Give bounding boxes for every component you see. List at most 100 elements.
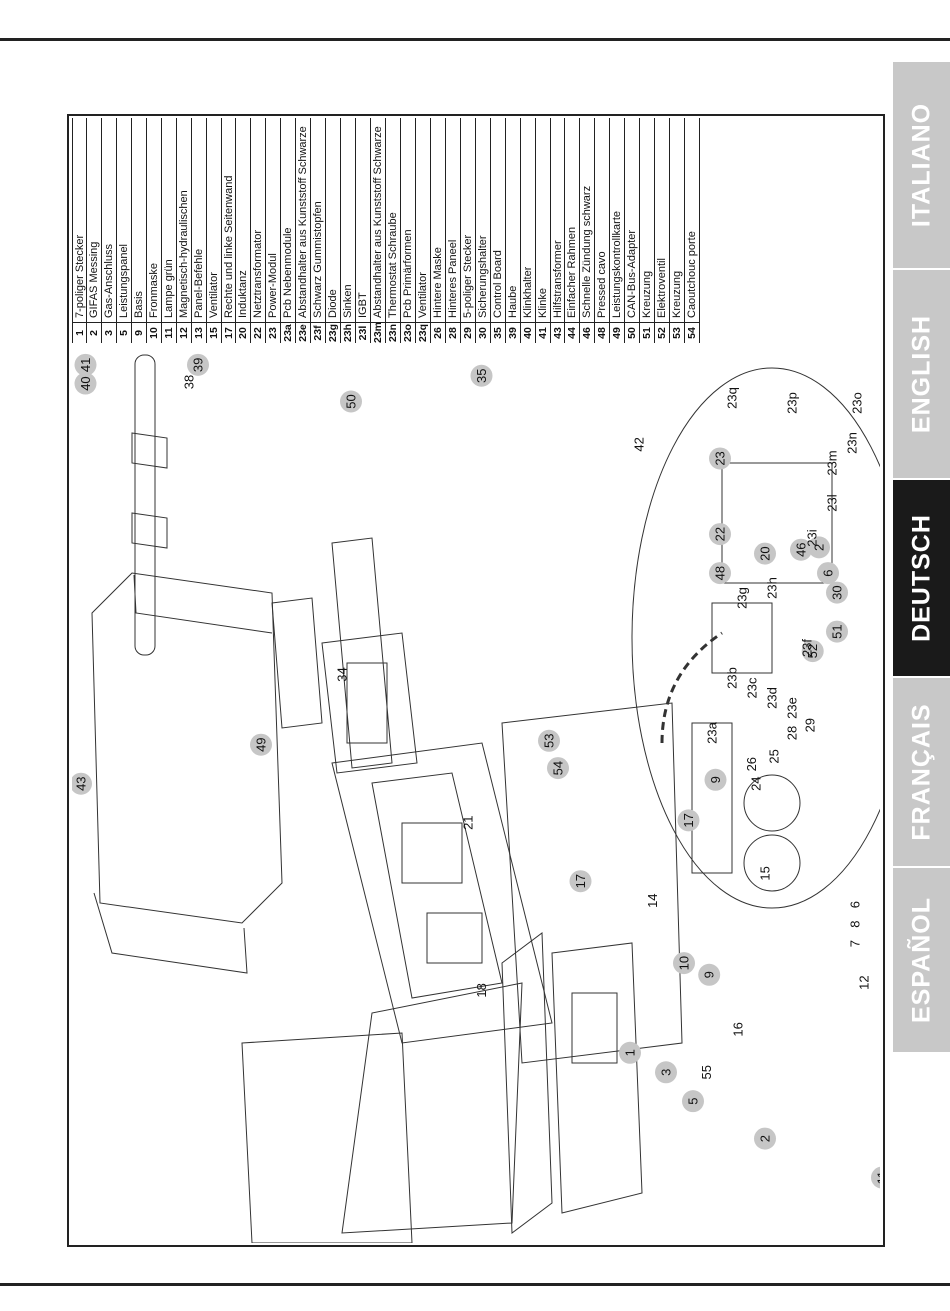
part-name: Pressed cavo	[596, 251, 609, 318]
inset-label-23g: 23g	[735, 587, 750, 609]
part-name: Basis	[132, 291, 145, 318]
part-number: 35	[490, 322, 505, 343]
parts-row: 48 Pressed cavo	[595, 118, 611, 343]
part-number: 23h	[341, 322, 356, 343]
inset-label-23h: 23h	[765, 577, 780, 599]
part-name: Kreuzung	[671, 270, 684, 318]
label-8: 8	[848, 920, 863, 927]
tab-english[interactable]: ENGLISH	[893, 270, 950, 480]
callout-9: 9	[704, 768, 727, 791]
part-number: 5	[116, 322, 131, 343]
callout-3: 3	[655, 1061, 677, 1084]
language-tabs: ITALIANO ENGLISH DEUTSCH FRANÇAIS ESPAÑO…	[893, 62, 950, 1054]
part-number: 23g	[326, 322, 341, 343]
part-name: Leistungspanel	[117, 243, 130, 318]
svg-text:1: 1	[623, 1049, 638, 1056]
part-name: Control Board	[491, 250, 504, 318]
part-name: 5-poliger Stecker	[461, 234, 474, 318]
rear-panel	[241, 1032, 413, 1243]
part-number: 50	[625, 322, 640, 343]
top-rule	[0, 38, 950, 41]
svg-text:50: 50	[344, 394, 359, 408]
svg-text:17: 17	[681, 813, 696, 827]
part-number: 30	[475, 322, 490, 343]
parts-row: 51 Kreuzung	[640, 118, 656, 343]
part-number: 15	[206, 322, 221, 343]
tab-deutsch[interactable]: DEUTSCH	[893, 480, 950, 678]
svg-text:17: 17	[573, 874, 588, 888]
callout-17: 17	[677, 809, 700, 832]
part-name: Sicherungshalter	[476, 235, 489, 318]
label-24: 24	[749, 776, 764, 790]
label-28: 28	[785, 726, 800, 740]
callout-41: 41	[74, 353, 97, 376]
label-16: 16	[731, 1022, 746, 1036]
tab-italiano[interactable]: ITALIANO	[893, 62, 950, 270]
inset-label-23p: 23p	[785, 392, 800, 414]
part-number: 54	[685, 322, 700, 343]
svg-text:48: 48	[713, 566, 728, 580]
svg-text:22: 22	[713, 527, 728, 541]
label-7: 7	[848, 940, 863, 947]
part-number: 23a	[281, 322, 296, 343]
part-number: 51	[640, 322, 655, 343]
parts-row: 35 Control Board	[490, 118, 506, 343]
part-name: Abstandhalter aus Kunststoff Schwarze	[297, 126, 310, 318]
callout-30: 30	[826, 581, 848, 604]
inset-label-23d: 23d	[765, 687, 780, 709]
part-name: Lampe grün	[162, 259, 175, 318]
inset-label-23a: 23a	[705, 721, 720, 743]
part-name: Kreuzung	[641, 270, 654, 318]
part-number: 13	[191, 322, 206, 343]
tab-francais[interactable]: FRANÇAIS	[893, 678, 950, 868]
part-number: 3	[101, 322, 116, 343]
callout-40: 40	[74, 372, 97, 395]
part-number: 23m	[371, 321, 386, 343]
part-number: 10	[146, 322, 161, 343]
part-name: CAN-Bus-Adapter	[626, 229, 639, 318]
part-name: Sinken	[342, 284, 355, 318]
callout-6: 6	[817, 562, 839, 585]
exploded-diagram: 4140395035232220434917109131352114446263…	[72, 353, 880, 1243]
inset-label-23i: 23i	[805, 529, 820, 546]
inset-label-23f: 23f	[800, 639, 815, 657]
svg-text:23: 23	[713, 451, 728, 465]
svg-text:54: 54	[551, 761, 566, 775]
inset-label-23q: 23q	[725, 387, 740, 409]
part-name: Netztransformator	[252, 229, 265, 318]
part-name: Power-Modul	[267, 253, 280, 318]
parts-row: 50 CAN-Bus-Adapter	[625, 118, 641, 343]
tab-espanol[interactable]: ESPAÑOL	[893, 868, 950, 1054]
part-name: Klinke	[536, 288, 549, 318]
svg-text:40: 40	[78, 376, 93, 390]
part-number: 48	[595, 322, 610, 343]
part-number: 40	[520, 322, 535, 343]
callout-43: 43	[72, 772, 92, 795]
part-number: 23	[266, 322, 281, 343]
part-number: 23l	[356, 322, 371, 343]
part-number: 1	[73, 322, 86, 343]
label-18: 18	[474, 983, 489, 997]
svg-text:20: 20	[758, 546, 773, 560]
inset-label-23e: 23e	[785, 697, 800, 719]
